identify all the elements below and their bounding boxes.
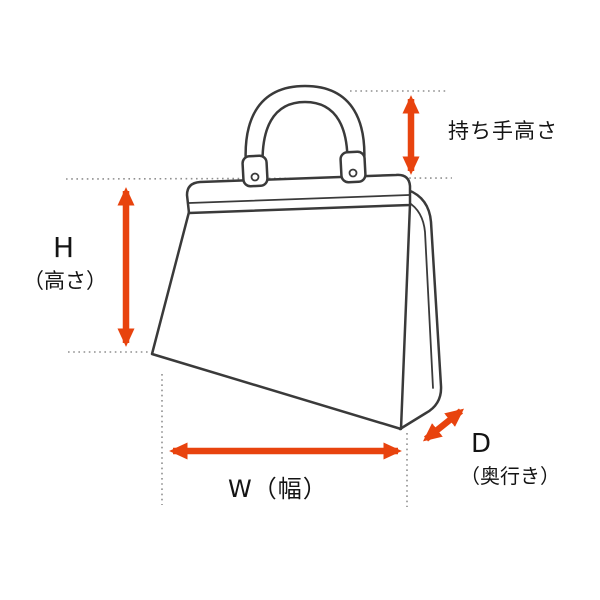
width-label: W（幅） bbox=[228, 475, 328, 503]
bag-top-frame bbox=[185, 173, 412, 215]
depth-arrow bbox=[422, 408, 465, 442]
height-letter-label: H bbox=[53, 231, 75, 264]
depth-sub-label: （奥行き） bbox=[460, 464, 560, 488]
bag-body bbox=[150, 202, 412, 431]
depth-letter-label: D bbox=[471, 429, 492, 459]
handle-tab-left bbox=[241, 154, 269, 188]
handle-tab-right bbox=[339, 150, 367, 184]
height-sub-label: （高さ） bbox=[23, 269, 107, 293]
handle-height-label: 持ち手高さ bbox=[448, 119, 558, 143]
bag-frame-seam-line bbox=[188, 194, 410, 204]
